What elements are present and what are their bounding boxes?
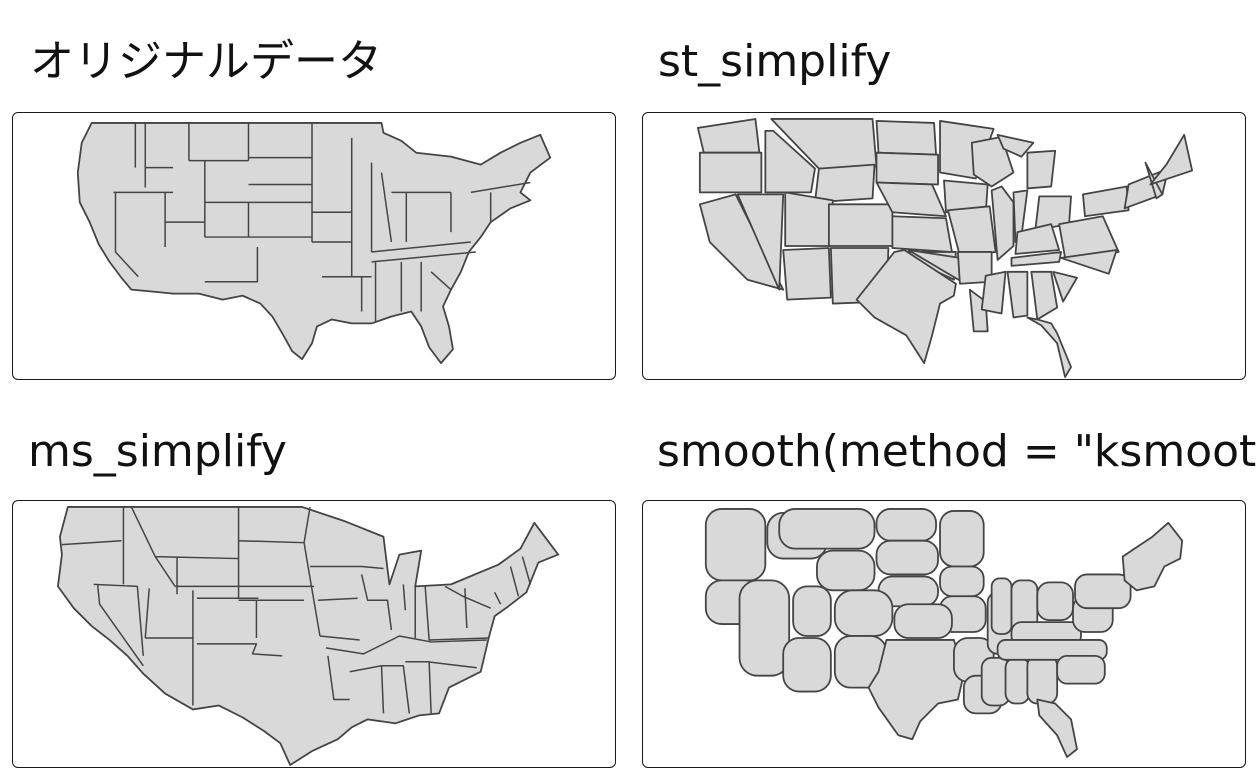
state-shape bbox=[1004, 656, 1031, 705]
state-shape bbox=[816, 549, 876, 592]
state-shape bbox=[792, 585, 832, 637]
state-polygon bbox=[784, 191, 834, 247]
state-shape bbox=[738, 579, 791, 677]
panel-title-ms-simplify: ms_simplify bbox=[28, 426, 287, 477]
state-polygon bbox=[1058, 215, 1120, 259]
state-shape bbox=[782, 637, 832, 693]
map-ms-simplify bbox=[12, 500, 616, 768]
state-shape bbox=[1036, 698, 1078, 758]
state-polygon bbox=[875, 151, 939, 186]
panel-title-ksmooth: smooth(method = "ksmooth") bbox=[657, 426, 1260, 477]
state-shape bbox=[875, 539, 939, 576]
state-polygon bbox=[782, 247, 832, 301]
state-polygon bbox=[764, 129, 816, 194]
state-shape bbox=[704, 508, 767, 582]
state-shape bbox=[939, 510, 985, 568]
map-original bbox=[12, 112, 616, 380]
state-polygon bbox=[1060, 249, 1118, 275]
state-shape bbox=[833, 589, 894, 637]
state-polygon bbox=[1026, 149, 1057, 190]
us-states-map-ksmooth bbox=[704, 508, 1184, 758]
state-polygon bbox=[947, 205, 997, 257]
map-st-simplify bbox=[642, 112, 1246, 380]
map-ksmooth bbox=[642, 500, 1246, 768]
us-outline bbox=[57, 506, 560, 766]
us-states-map-ms-simplify bbox=[57, 506, 560, 766]
state-polygon bbox=[1010, 251, 1063, 267]
state-polygon bbox=[1052, 270, 1078, 303]
state-polygon bbox=[827, 203, 894, 247]
state-polygon bbox=[1014, 223, 1061, 255]
state-shape bbox=[778, 508, 876, 550]
state-shape bbox=[996, 639, 1108, 661]
state-shape bbox=[1026, 654, 1059, 705]
state-polygon bbox=[698, 193, 785, 291]
state-polygon bbox=[1082, 185, 1130, 218]
state-shape bbox=[867, 639, 965, 741]
state-polygon bbox=[1149, 133, 1194, 186]
state-polygon bbox=[1026, 316, 1072, 378]
state-shape bbox=[1036, 581, 1074, 621]
us-outline bbox=[76, 122, 552, 365]
state-polygon bbox=[996, 133, 1035, 158]
us-states-map-original bbox=[76, 122, 552, 365]
state-polygon bbox=[855, 249, 957, 365]
state-shape bbox=[875, 508, 937, 542]
state-shape bbox=[990, 577, 1013, 635]
state-shape bbox=[1056, 654, 1106, 685]
state-polygon bbox=[980, 270, 1007, 315]
panel-title-st-simplify: st_simplify bbox=[658, 36, 892, 87]
state-polygon bbox=[1006, 270, 1029, 319]
state-polygon bbox=[875, 181, 947, 218]
state-polygon bbox=[814, 163, 876, 204]
state-shape bbox=[939, 565, 985, 598]
state-polygon bbox=[696, 118, 761, 154]
state-polygon bbox=[875, 120, 937, 156]
state-polygon bbox=[698, 151, 763, 194]
state-polygon bbox=[1030, 270, 1059, 321]
state-polygon bbox=[990, 185, 1015, 261]
state-polygon bbox=[891, 215, 953, 253]
panel-title-original: オリジナルデータ bbox=[30, 36, 382, 87]
state-shape bbox=[1121, 521, 1184, 592]
state-polygon bbox=[736, 193, 785, 291]
state-shape bbox=[893, 603, 953, 639]
state-shape bbox=[1074, 573, 1132, 610]
us-states-map-st-simplify bbox=[696, 118, 1194, 378]
